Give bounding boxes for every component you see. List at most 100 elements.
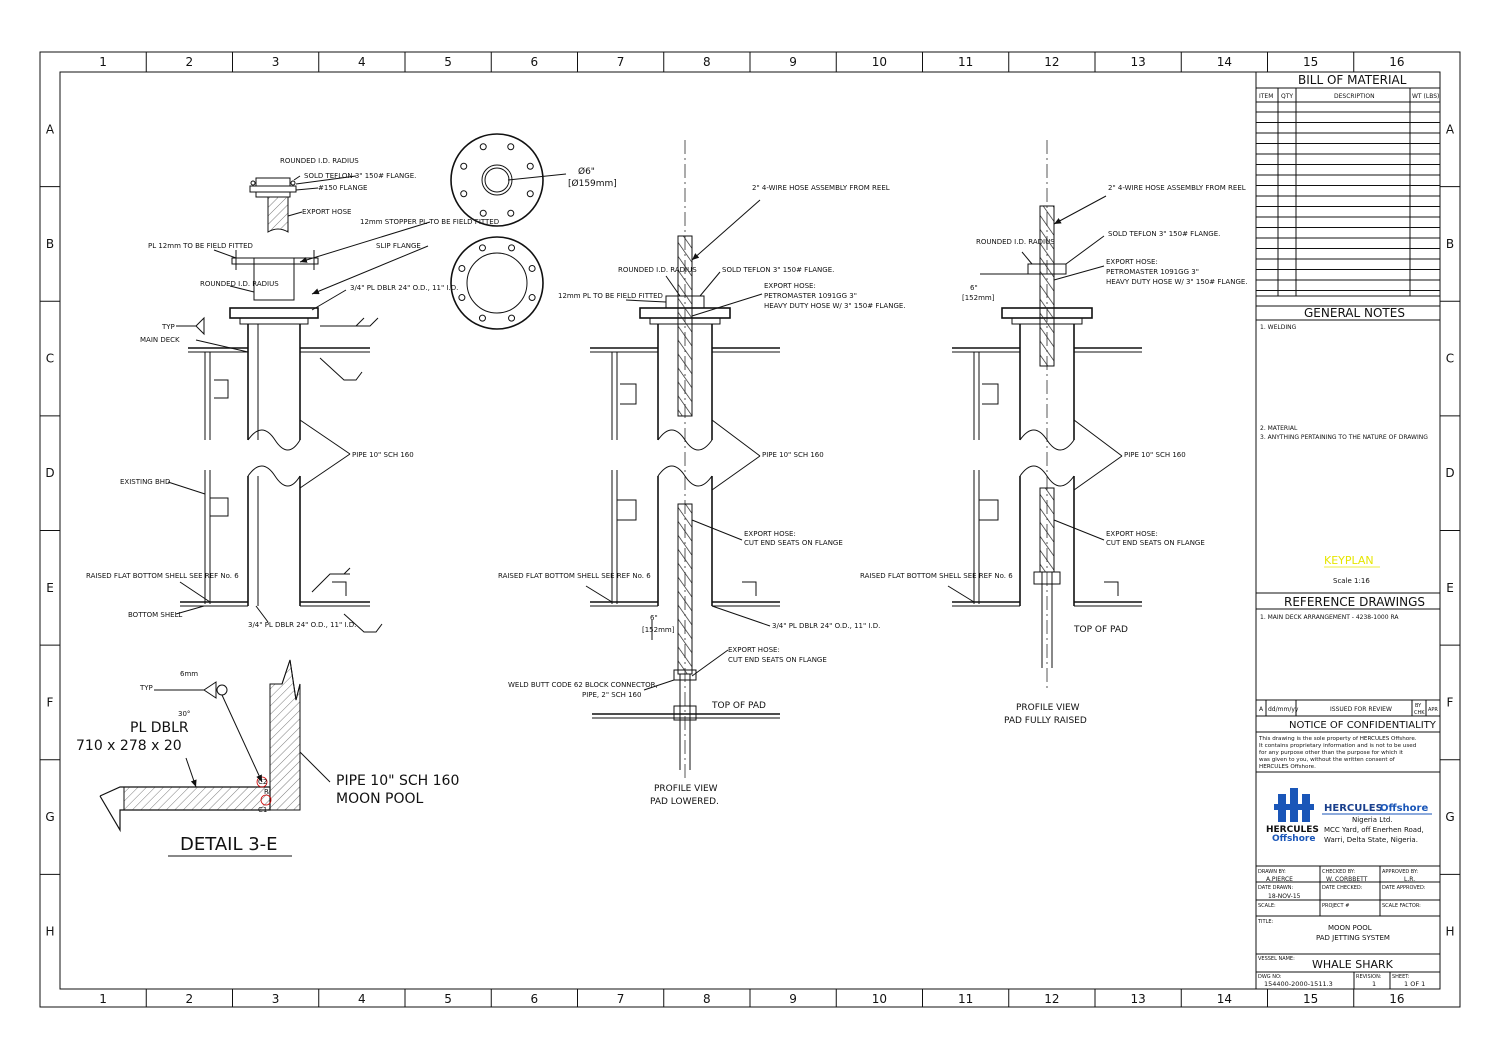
bom-header-description: DESCRIPTION <box>1334 93 1375 100</box>
company-name-1: HERCULES <box>1324 803 1383 814</box>
notice-line-3: for any purpose other than the purpose f… <box>1259 750 1404 756</box>
notice-line-5: HERCULES Offshore. <box>1259 764 1316 770</box>
rowLabelsLeft-E: E <box>46 581 54 595</box>
drawn-by-label: DRAWN BY: <box>1258 869 1286 875</box>
revision-label: REVISION: <box>1356 974 1382 980</box>
mid-weld-butt-2: PIPE, 2" SCH 160 <box>582 691 641 699</box>
colLabelsBottom-4: 4 <box>358 992 366 1006</box>
keyplan-label: KEYPLAN <box>1324 554 1374 567</box>
company-name-3: Nigeria Ltd. <box>1352 816 1393 824</box>
colLabelsTop-5: 5 <box>444 55 452 69</box>
right-profile-view: 2" 4-WIRE HOSE ASSEMBLY FROM REEL ROUNDE… <box>860 140 1248 726</box>
notice-line-2: It contains proprietary information and … <box>1259 743 1417 749</box>
right-hose-assembly: 2" 4-WIRE HOSE ASSEMBLY FROM REEL <box>1108 184 1246 192</box>
detail-pl-size: 710 x 278 x 20 <box>76 738 182 754</box>
bolt-hole <box>507 143 515 151</box>
note-1: 1. WELDING <box>1260 324 1297 331</box>
notice-line-1: This drawing is the sole property of HER… <box>1258 736 1417 742</box>
bolt-hole <box>507 209 515 217</box>
bom-title: BILL OF MATERIAL <box>1298 73 1407 87</box>
mid-dblr: 3/4" PL DBLR 24" O.D., 11" I.D. <box>772 622 880 630</box>
revision-apr: APR <box>1428 707 1438 713</box>
label-dblr-bottom: 3/4" PL DBLR 24" O.D., 11" I.D. <box>248 621 356 629</box>
logo-word-2: Offshore <box>1272 834 1315 844</box>
flange-plan-details: Ø6" [Ø159mm] <box>450 133 617 330</box>
right-pipe: PIPE 10" SCH 160 <box>1124 451 1186 459</box>
colLabelsBottom-12: 12 <box>1044 992 1059 1006</box>
colLabelsTop-15: 15 <box>1303 55 1318 69</box>
label-rounded-id-mid: ROUNDED I.D. RADIUS <box>200 280 279 288</box>
mid-cut-end-1: EXPORT HOSE: <box>744 530 796 538</box>
reference-1: 1. MAIN DECK ARRANGEMENT - 4238-1000 RA <box>1260 614 1399 621</box>
label-solid-teflon: SOLD TEFLON 3" 150# FLANGE. <box>304 172 416 180</box>
right-export-hose-2: PETROMASTER 1091GG 3" <box>1106 268 1199 276</box>
scale-label: SCALE: <box>1258 903 1276 909</box>
vessel-label: VESSEL NAME: <box>1258 956 1295 962</box>
right-solid-teflon: SOLD TEFLON 3" 150# FLANGE. <box>1108 230 1220 238</box>
mid-cut-end-b1: EXPORT HOSE: <box>728 646 780 654</box>
bolt-hole <box>479 209 487 217</box>
colLabelsBottom-9: 9 <box>789 992 797 1006</box>
mid-caption-2: PAD LOWERED. <box>650 797 719 807</box>
bolt-hole <box>526 162 534 170</box>
mid-pipe: PIPE 10" SCH 160 <box>762 451 824 459</box>
rowLabelsLeft-H: H <box>45 925 54 939</box>
label-main-deck: MAIN DECK <box>140 336 180 344</box>
mid-pl-12mm: 12mm PL TO BE FIELD FITTED <box>558 292 663 300</box>
date-drawn: 18-NOV-15 <box>1268 893 1301 900</box>
rowLabelsRight-D: D <box>1445 466 1454 480</box>
mid-top-of-pad: TOP OF PAD <box>711 701 766 711</box>
bolt-hole <box>460 190 468 198</box>
right-cut-end-1: EXPORT HOSE: <box>1106 530 1158 538</box>
rowLabelsLeft-G: G <box>45 810 54 824</box>
rowLabelsLeft-F: F <box>47 695 54 709</box>
mid-export-hose-3: HEAVY DUTY HOSE W/ 3" 150# FLANGE. <box>764 302 906 310</box>
right-caption-2: PAD FULLY RAISED <box>1004 716 1087 726</box>
bolt-hole <box>508 244 516 252</box>
rowLabelsRight-B: B <box>1446 237 1454 251</box>
colLabelsBottom-5: 5 <box>444 992 452 1006</box>
mid-weld-butt-1: WELD BUTT CODE 62 BLOCK CONNECTOR, <box>508 681 658 689</box>
detail-c1: C1 <box>258 806 267 814</box>
right-dim-mm: [152mm] <box>962 294 995 302</box>
sheet-number: 1 OF 1 <box>1404 980 1425 988</box>
colLabelsBottom-15: 15 <box>1303 992 1318 1006</box>
label-pl-12mm: PL 12mm TO BE FIELD FITTED <box>148 242 253 250</box>
detail-typ: TYP <box>139 684 153 692</box>
mid-dim-mm: [152mm] <box>642 626 675 634</box>
mid-hose-assembly: 2" 4-WIRE HOSE ASSEMBLY FROM REEL <box>752 184 890 192</box>
bom-header-item: ITEM <box>1259 93 1273 100</box>
notice-title: NOTICE OF CONFIDENTIALITY <box>1289 720 1437 731</box>
rowLabelsRight-G: G <box>1445 810 1454 824</box>
rowLabelsLeft-A: A <box>46 122 55 136</box>
mid-cut-end-2: CUT END SEATS ON FLANGE <box>744 539 843 547</box>
rowLabelsRight-H: H <box>1445 925 1454 939</box>
colLabelsBottom-6: 6 <box>531 992 539 1006</box>
colLabelsTop-16: 16 <box>1389 55 1404 69</box>
bolt-hole <box>528 294 536 302</box>
mid-dim-in: 6" <box>650 614 658 622</box>
sheet-label: SHEET: <box>1392 974 1410 980</box>
title-block: BILL OF MATERIAL ITEM QTY DESCRIPTION WT… <box>1255 71 1441 990</box>
drawn-by: A.PIERCE <box>1266 876 1293 883</box>
revision-chk: CHK <box>1414 710 1425 716</box>
label-slip-flange: SLIP FLANGE <box>376 242 421 250</box>
label-flange-150: #150 FLANGE <box>318 184 367 192</box>
colLabelsTop-9: 9 <box>789 55 797 69</box>
mid-raised-flat: RAISED FLAT BOTTOM SHELL SEE REF No. 6 <box>498 572 651 580</box>
drawing-title-1: MOON POOL <box>1328 924 1372 932</box>
bolt-hole <box>479 143 487 151</box>
detail-angle: 30° <box>178 710 190 718</box>
colLabelsBottom-14: 14 <box>1217 992 1232 1006</box>
mid-rounded-id: ROUNDED I.D. RADIUS <box>618 266 697 274</box>
colLabelsBottom-2: 2 <box>186 992 194 1006</box>
scale-factor-label: SCALE FACTOR: <box>1382 903 1421 909</box>
checked-by-label: CHECKED BY: <box>1322 869 1355 875</box>
colLabelsBottom-7: 7 <box>617 992 625 1006</box>
colLabelsBottom-8: 8 <box>703 992 711 1006</box>
detail-c2: C2 <box>258 778 267 786</box>
colLabelsBottom-16: 16 <box>1389 992 1404 1006</box>
colLabelsTop-14: 14 <box>1217 55 1232 69</box>
bolt-hole <box>508 314 516 322</box>
colLabelsBottom-1: 1 <box>99 992 107 1006</box>
